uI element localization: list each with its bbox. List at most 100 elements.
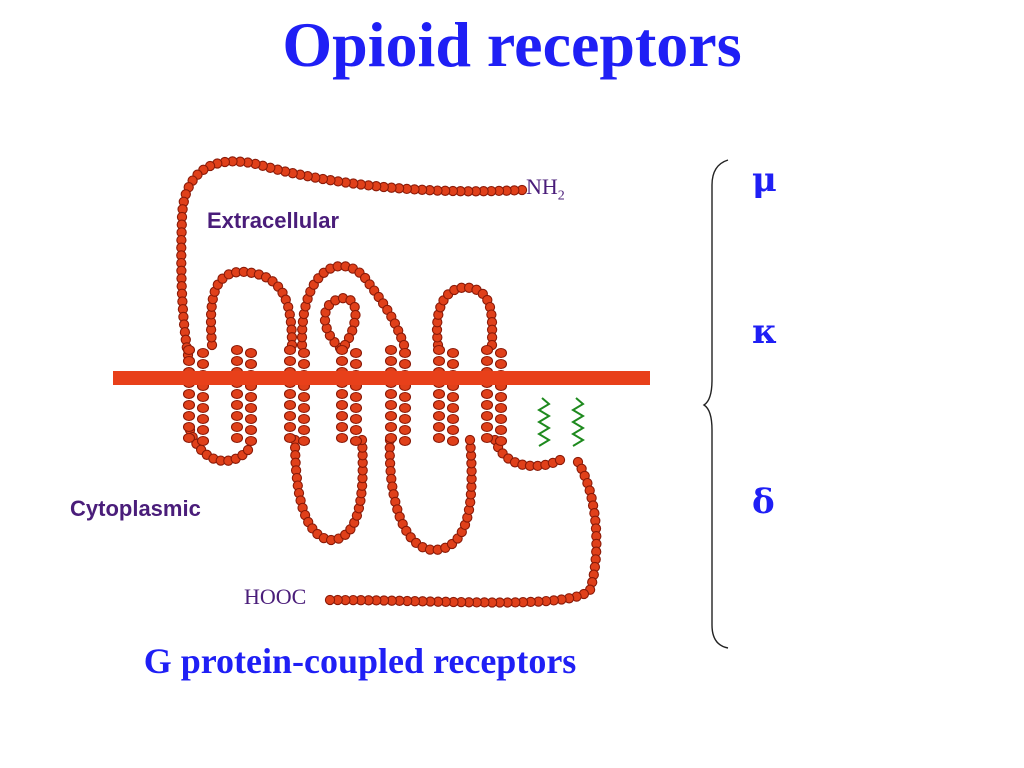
helix-residue bbox=[230, 410, 244, 422]
helix-residue bbox=[384, 410, 398, 422]
helix-residue bbox=[432, 410, 446, 422]
helix-residue bbox=[182, 410, 196, 422]
amino-acid-residue bbox=[554, 454, 566, 466]
cell-membrane bbox=[113, 371, 650, 385]
helix-residue bbox=[384, 344, 398, 356]
helix-residue bbox=[480, 388, 494, 400]
helix-residue bbox=[335, 355, 349, 367]
helix-residue bbox=[196, 391, 210, 403]
helix-residue bbox=[398, 402, 412, 414]
helix-residue bbox=[446, 347, 460, 359]
helix-residue bbox=[494, 402, 508, 414]
helix-residue bbox=[182, 399, 196, 411]
helix-residue bbox=[398, 347, 412, 359]
diagram-caption: G protein-coupled receptors bbox=[143, 641, 577, 681]
helix-residue bbox=[480, 355, 494, 367]
helix-residue bbox=[230, 355, 244, 367]
helix-residue bbox=[297, 358, 311, 370]
helix-residue bbox=[244, 391, 258, 403]
helix-residue bbox=[494, 358, 508, 370]
helix-residue bbox=[446, 413, 460, 425]
helix-residue bbox=[494, 391, 508, 403]
helix-residue bbox=[230, 399, 244, 411]
helix-residue bbox=[230, 432, 244, 444]
helix-residue bbox=[196, 413, 210, 425]
helix-residue bbox=[446, 424, 460, 436]
helix-residue bbox=[384, 399, 398, 411]
cytoplasmic-label: Cytoplasmic bbox=[70, 496, 201, 521]
helix-residue bbox=[349, 391, 363, 403]
helix-residue bbox=[446, 358, 460, 370]
helix-residue bbox=[196, 358, 210, 370]
n-terminus-label: NH2 bbox=[526, 174, 565, 204]
helix-residue bbox=[349, 435, 363, 447]
delta-receptor-label: δ bbox=[752, 482, 775, 522]
helix-residue bbox=[283, 388, 297, 400]
helix-residue bbox=[384, 432, 398, 444]
page-title: Opioid receptors bbox=[282, 9, 742, 80]
palmitoyl-chain bbox=[571, 397, 585, 447]
helix-residue bbox=[398, 435, 412, 447]
extracellular-label: Extracellular bbox=[207, 208, 340, 233]
helix-residue bbox=[244, 358, 258, 370]
helix-residue bbox=[297, 391, 311, 403]
helix-residue bbox=[494, 435, 508, 447]
helix-residue bbox=[480, 432, 494, 444]
helix-residue bbox=[384, 421, 398, 433]
helix-residue bbox=[297, 413, 311, 425]
palmitoyl-chain bbox=[537, 397, 551, 447]
helix-residue bbox=[335, 399, 349, 411]
helix-residue bbox=[349, 402, 363, 414]
helix-residue bbox=[398, 391, 412, 403]
amino-acid-residue bbox=[324, 594, 336, 606]
helix-residue bbox=[283, 399, 297, 411]
helix-residue bbox=[432, 355, 446, 367]
helix-residue bbox=[244, 424, 258, 436]
helix-residue bbox=[349, 424, 363, 436]
helix-residue bbox=[230, 421, 244, 433]
helix-residue bbox=[244, 402, 258, 414]
helix-residue bbox=[398, 413, 412, 425]
kappa-receptor-label: κ bbox=[752, 312, 778, 352]
helix-residue bbox=[432, 344, 446, 356]
helix-residue bbox=[297, 435, 311, 447]
helix-residue bbox=[480, 421, 494, 433]
helix-residue bbox=[283, 355, 297, 367]
helix-residue bbox=[196, 402, 210, 414]
helix-residue bbox=[446, 435, 460, 447]
helix-residue bbox=[244, 413, 258, 425]
helix-residue bbox=[297, 424, 311, 436]
helix-residue bbox=[349, 358, 363, 370]
helix-residue bbox=[230, 344, 244, 356]
helix-residue bbox=[494, 413, 508, 425]
helix-residue bbox=[384, 355, 398, 367]
mu-receptor-label: μ bbox=[752, 160, 777, 200]
helix-residue bbox=[283, 421, 297, 433]
helix-residue bbox=[196, 347, 210, 359]
amino-acid-residue bbox=[242, 444, 254, 456]
helix-residue bbox=[297, 347, 311, 359]
helix-residue bbox=[182, 421, 196, 433]
helix-residue bbox=[446, 402, 460, 414]
helix-residue bbox=[335, 421, 349, 433]
helix-residue bbox=[196, 424, 210, 436]
helix-residue bbox=[480, 410, 494, 422]
helix-residue bbox=[349, 347, 363, 359]
helix-residue bbox=[244, 347, 258, 359]
helix-residue bbox=[196, 435, 210, 447]
helix-residue bbox=[398, 424, 412, 436]
helix-residue bbox=[335, 410, 349, 422]
helix-residue bbox=[432, 432, 446, 444]
helix-residue bbox=[432, 399, 446, 411]
helix-residue bbox=[335, 388, 349, 400]
helix-residue bbox=[384, 388, 398, 400]
helix-residue bbox=[182, 432, 196, 444]
helix-residue bbox=[182, 388, 196, 400]
helix-residue bbox=[398, 358, 412, 370]
helix-residue bbox=[297, 402, 311, 414]
helix-residue bbox=[446, 391, 460, 403]
helix-residue bbox=[335, 432, 349, 444]
helix-residue bbox=[230, 388, 244, 400]
helix-residue bbox=[480, 344, 494, 356]
